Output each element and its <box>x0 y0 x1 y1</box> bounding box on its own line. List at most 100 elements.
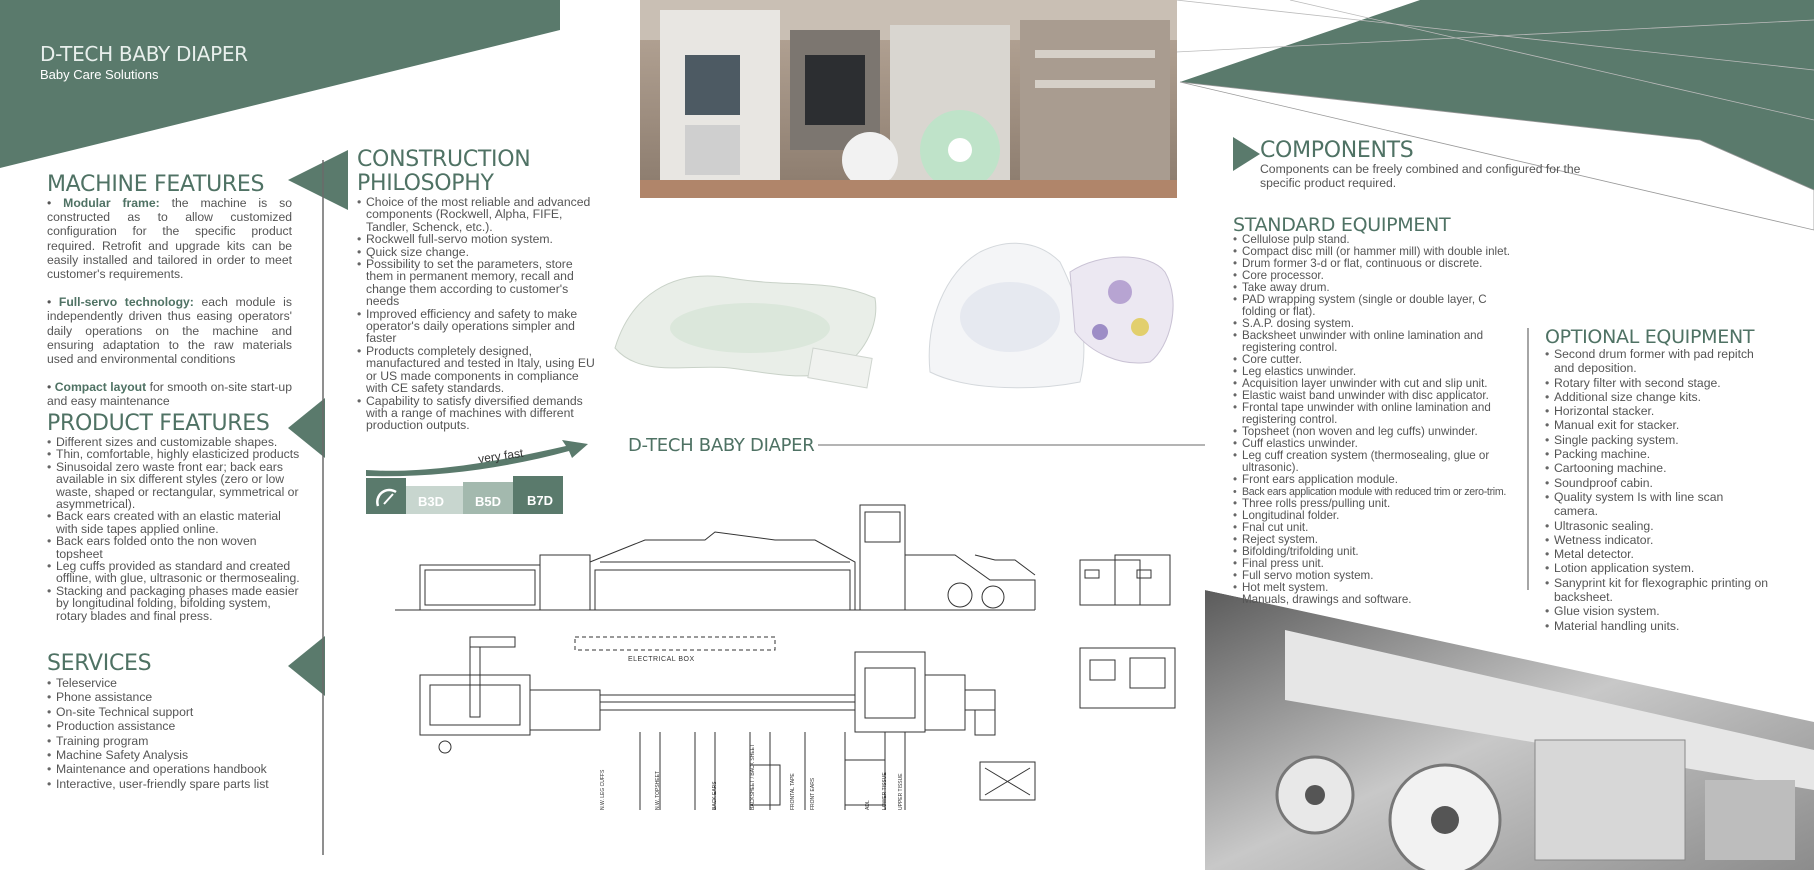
drawing-label: UPPER TISSUE <box>898 773 904 810</box>
list-item: Core processor. <box>1233 270 1523 283</box>
electrical-box-label: ELECTRICAL BOX <box>628 656 695 663</box>
model-b5d: B5D <box>475 494 502 509</box>
list-item: Second drum former with pad repitch and … <box>1545 347 1770 376</box>
drawing-label: BACKSHEET / BACK SHEET <box>750 743 756 810</box>
technical-drawing <box>395 504 1176 810</box>
full-servo-paragraph: • Full-servo technology: each module is … <box>47 295 292 367</box>
list-item: Core cutter. <box>1233 354 1523 367</box>
machine-features-heading: MACHINE FEATURES <box>47 172 265 197</box>
speed-arrow-graphic <box>366 440 588 514</box>
drawing-label: N.W. LEG CUFFS <box>600 769 606 810</box>
list-item: Bifolding/trifolding unit. <box>1233 546 1523 559</box>
list-item: Choice of the most reliable and advanced… <box>357 196 602 233</box>
list-item: Frontal tape unwinder with online lamina… <box>1233 402 1523 426</box>
list-item: Drum former 3-d or flat, continuous or d… <box>1233 258 1523 271</box>
list-item: Elastic waist band unwinder with disc ap… <box>1233 390 1523 403</box>
list-item: Hot melt system. <box>1233 582 1523 595</box>
list-item: Cartooning machine. <box>1545 461 1770 476</box>
list-item: Compact disc mill (or hammer mill) with … <box>1233 246 1523 259</box>
drawing-labels: N.W. LEG CUFFS N.W. TOPSHEET BACK EARS B… <box>600 744 1040 820</box>
list-item: Acquisition layer unwinder with cut and … <box>1233 378 1523 391</box>
list-item: Rotary filter with second stage. <box>1545 376 1770 391</box>
drawing-label: ADL <box>865 800 871 810</box>
model-b3d: B3D <box>418 494 445 509</box>
model-b7d: B7D <box>527 493 554 508</box>
list-item: Metal detector. <box>1545 547 1770 562</box>
drawing-label: LOWER TISSUE <box>882 772 888 810</box>
list-item: Leg cuff creation system (thermosealing,… <box>1233 450 1523 474</box>
list-item: Material handling units. <box>1545 619 1770 634</box>
machine-features-text: • Modular frame: the machine is so const… <box>47 196 292 409</box>
standard-equipment-list: Cellulose pulp stand. Compact disc mill … <box>1233 234 1523 607</box>
standard-equipment-heading: STANDARD EQUIPMENT <box>1233 214 1451 236</box>
construction-list: Choice of the most reliable and advanced… <box>357 196 602 432</box>
diaper-photo-1 <box>610 258 890 390</box>
list-item: Fnal cut unit. <box>1233 522 1523 535</box>
list-item: Packing machine. <box>1545 447 1770 462</box>
list-item: Manual exit for stacker. <box>1545 418 1770 433</box>
list-item: Sinusoidal zero waste front ear; back ea… <box>47 461 302 511</box>
list-item: Three rolls press/pulling unit. <box>1233 498 1523 511</box>
components-text: Components can be freely combined and co… <box>1260 162 1581 190</box>
optional-equipment-heading: OPTIONAL EQUIPMENT <box>1545 326 1755 348</box>
list-item: Topsheet (non woven and leg cuffs) unwin… <box>1233 426 1523 439</box>
list-item: Cuff elastics unwinder. <box>1233 438 1523 451</box>
list-item: Possibility to set the parameters, store… <box>357 258 602 308</box>
list-item: Different sizes and customizable shapes. <box>47 436 302 449</box>
list-item: On-site Technical support <box>47 705 302 720</box>
list-item: Stacking and packaging phases made easie… <box>47 585 302 622</box>
list-item: Quality system Is with line scan camera. <box>1545 490 1770 519</box>
drawing-label: FRONT EARS <box>810 777 816 810</box>
list-item: Interactive, user-friendly spare parts l… <box>47 777 302 792</box>
list-item: Quick size change. <box>357 245 602 258</box>
list-item: Improved efficiency and safety to make o… <box>357 307 602 345</box>
list-item: Front ears application module. <box>1233 474 1523 487</box>
product-features-heading: PRODUCT FEATURES <box>47 411 270 436</box>
list-item: Sanyprint kit for flexographic printing … <box>1545 576 1770 605</box>
services-list: Teleservice Phone assistance On-site Tec… <box>47 676 302 792</box>
drawing-title: D-TECH BABY DIAPER <box>628 435 815 456</box>
list-item: Horizontal stacker. <box>1545 404 1770 419</box>
list-item: Production assistance <box>47 719 302 734</box>
list-item: Machine Safety Analysis <box>47 748 302 763</box>
factory-photo <box>640 0 1177 198</box>
list-item: Soundproof cabin. <box>1545 476 1770 491</box>
list-item: Single packing system. <box>1545 433 1770 448</box>
list-item: S.A.P. dosing system. <box>1233 318 1523 331</box>
compact-layout-paragraph: • Compact layout for smooth on-site star… <box>47 380 292 409</box>
drawing-label: N.W. TOPSHEET <box>655 771 661 810</box>
list-item: Capability to satisfy diversified demand… <box>357 394 602 432</box>
list-item: Take away drum. <box>1233 282 1523 295</box>
list-item: Training program <box>47 734 302 749</box>
brand-subtitle: Baby Care Solutions <box>40 67 159 82</box>
list-item: Rockwell full-servo motion system. <box>357 233 602 246</box>
list-item: Backsheet unwinder with online laminatio… <box>1233 330 1523 354</box>
list-item: Cellulose pulp stand. <box>1233 234 1523 247</box>
list-item: Thin, comfortable, highly elasticized pr… <box>47 448 302 461</box>
list-item: Reject system. <box>1233 534 1523 547</box>
list-item: PAD wrapping system (single or double la… <box>1233 294 1523 318</box>
list-item: Back ears folded onto the non woven tops… <box>47 535 302 560</box>
product-features-list: Different sizes and customizable shapes.… <box>47 436 302 622</box>
list-item: Full servo motion system. <box>1233 570 1523 583</box>
list-item: Wetness indicator. <box>1545 533 1770 548</box>
list-item: Phone assistance <box>47 690 302 705</box>
list-item: Manuals, drawings and software. <box>1233 594 1523 607</box>
list-item: Back ears created with an elastic materi… <box>47 510 302 535</box>
modular-frame-paragraph: • Modular frame: the machine is so const… <box>47 196 292 282</box>
list-item: Products completely designed, manufactur… <box>357 345 602 395</box>
brand-title: D-TECH BABY DIAPER <box>40 42 248 66</box>
construction-heading-2: PHILOSOPHY <box>357 171 494 196</box>
machine-closeup-photo <box>1205 590 1814 870</box>
list-item: Leg cuffs provided as standard and creat… <box>47 560 302 585</box>
list-item: Final press unit. <box>1233 558 1523 571</box>
list-item: Leg elastics unwinder. <box>1233 366 1523 379</box>
diaper-photo-2 <box>920 232 1185 392</box>
list-item: Back ears application module with reduce… <box>1233 486 1523 498</box>
construction-heading-1: CONSTRUCTION <box>357 147 531 172</box>
list-item: Additional size change kits. <box>1545 390 1770 405</box>
list-item: Maintenance and operations handbook <box>47 762 302 777</box>
drawing-label: BACK EARS <box>712 781 718 810</box>
components-heading: COMPONENTS <box>1260 138 1414 163</box>
